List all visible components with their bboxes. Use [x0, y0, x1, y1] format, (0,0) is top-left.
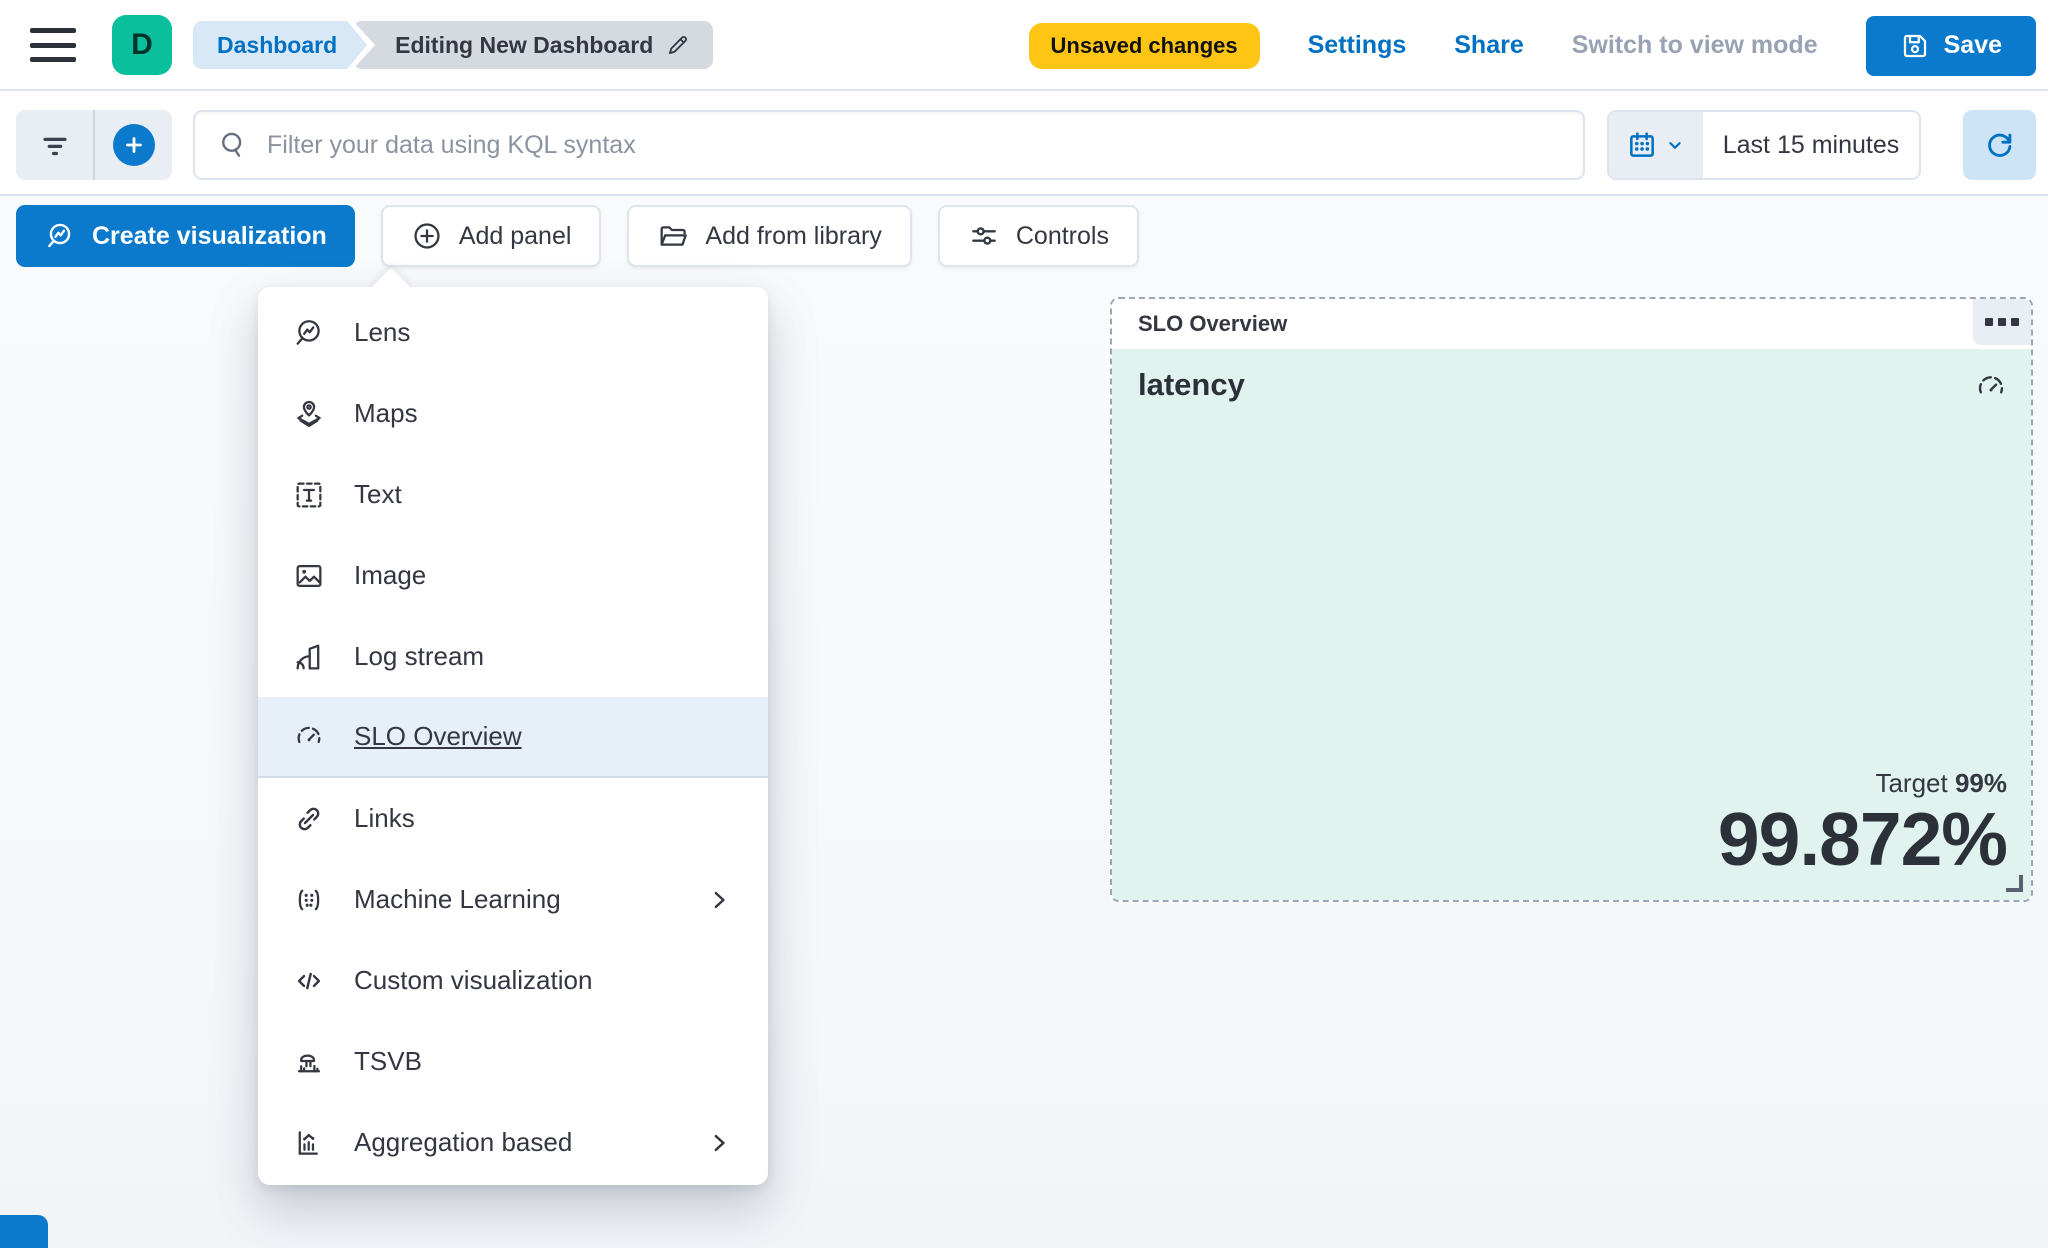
filter-icon — [38, 128, 72, 162]
time-picker: Last 15 minutes — [1607, 110, 1921, 180]
boxes-horizontal-icon — [1985, 318, 1993, 326]
panel-title: SLO Overview — [1138, 311, 1288, 336]
slo-target-value: 99% — [1954, 768, 2007, 798]
slo-values: Target 99% 99.872% — [1717, 768, 2008, 881]
filter-menu-button[interactable] — [16, 110, 93, 180]
space-avatar-letter: D — [131, 28, 153, 61]
refresh-icon — [1983, 128, 2017, 162]
panel-resize-handle[interactable] — [2006, 875, 2023, 892]
tsvb-icon — [292, 1045, 326, 1079]
app-header: D Dashboard Editing New Dashboard Unsave… — [0, 0, 2048, 91]
save-button[interactable]: Save — [1865, 15, 2036, 76]
add-panel-menu: Lens Maps — [258, 287, 768, 1185]
lens-icon — [292, 316, 326, 350]
lens-icon — [44, 220, 76, 252]
date-picker-menu-button[interactable] — [1609, 112, 1703, 178]
bottom-left-blue-fragment — [0, 1215, 48, 1248]
time-range-button[interactable]: Last 15 minutes — [1722, 130, 1900, 159]
header-actions: Unsaved changes Settings Share Switch to… — [1028, 0, 2036, 91]
refresh-button[interactable] — [1963, 110, 2036, 180]
save-floppy-icon — [1900, 31, 1930, 61]
menu-item-custom-visualization[interactable]: Custom visualization — [258, 940, 768, 1021]
machine-learning-icon — [292, 883, 326, 917]
unified-search-bar: Last 15 minutes — [0, 91, 2048, 196]
kql-search-box — [193, 110, 1585, 180]
slo-name: latency — [1138, 367, 1245, 402]
menu-item-slo-overview[interactable]: SLO Overview — [258, 697, 768, 778]
settings-link[interactable]: Settings — [1307, 31, 1407, 59]
filter-controls-group — [16, 110, 172, 180]
switch-view-mode-link[interactable]: Switch to view mode — [1571, 31, 1818, 59]
calendar-icon — [1626, 129, 1658, 161]
slo-target-label: Target — [1875, 768, 1948, 798]
chevron-right-icon — [704, 885, 734, 915]
panel-header: SLO Overview — [1112, 299, 2031, 349]
breadcrumb-current-page[interactable]: Editing New Dashboard — [353, 21, 714, 69]
breadcrumb: Dashboard Editing New Dashboard — [193, 21, 714, 69]
menu-item-text[interactable]: Text — [258, 454, 768, 535]
create-visualization-button[interactable]: Create visualization — [16, 205, 355, 267]
dashboard-canvas: Create visualization Add panel Add fr — [0, 196, 2048, 1248]
panel-options-button[interactable] — [1973, 299, 2031, 345]
link-icon — [292, 802, 326, 836]
plus-in-circle-icon — [411, 220, 443, 252]
add-from-library-button[interactable]: Add from library — [627, 205, 912, 267]
aggregation-chart-icon — [292, 1126, 326, 1160]
unsaved-changes-badge: Unsaved changes — [1028, 22, 1260, 69]
maps-icon — [292, 397, 326, 431]
edit-toolbar: Create visualization Add panel Add fr — [16, 205, 1139, 267]
menu-item-lens[interactable]: Lens — [258, 292, 768, 373]
gauge-icon — [292, 720, 326, 754]
text-icon — [292, 478, 326, 512]
menu-item-log-stream[interactable]: Log stream — [258, 616, 768, 697]
plus-circle-icon — [112, 124, 155, 166]
add-filter-button[interactable] — [95, 110, 172, 180]
edit-pencil-icon[interactable] — [665, 32, 691, 58]
kql-search-input[interactable] — [267, 130, 1561, 160]
menu-item-machine-learning[interactable]: Machine Learning — [258, 859, 768, 940]
code-icon — [292, 964, 326, 998]
add-panel-button[interactable]: Add panel — [380, 205, 602, 267]
share-link[interactable]: Share — [1454, 31, 1524, 59]
slo-overview-panel[interactable]: SLO Overview latency Target 99% — [1110, 297, 2033, 902]
slo-value: 99.872% — [1717, 797, 2008, 881]
gauge-icon — [1973, 369, 2009, 405]
sliders-icon — [968, 220, 1000, 252]
menu-hamburger-icon[interactable] — [30, 28, 76, 62]
log-stream-icon — [292, 640, 326, 674]
chevron-down-icon — [1664, 134, 1686, 156]
divider — [93, 110, 95, 180]
menu-item-aggregation-based[interactable]: Aggregation based — [258, 1102, 768, 1183]
controls-button[interactable]: Controls — [937, 205, 1139, 267]
menu-item-image[interactable]: Image — [258, 535, 768, 616]
menu-item-tsvb[interactable]: TSVB — [258, 1021, 768, 1102]
menu-item-maps[interactable]: Maps — [258, 373, 768, 454]
slo-card: latency Target 99% 99.872% — [1112, 349, 2031, 900]
image-icon — [292, 559, 326, 593]
space-avatar[interactable]: D — [112, 15, 172, 75]
breadcrumb-dashboard[interactable]: Dashboard — [193, 21, 367, 69]
search-icon — [217, 129, 249, 161]
chevron-right-icon — [704, 1128, 734, 1158]
menu-item-links[interactable]: Links — [258, 778, 768, 859]
folder-open-icon — [657, 220, 689, 252]
